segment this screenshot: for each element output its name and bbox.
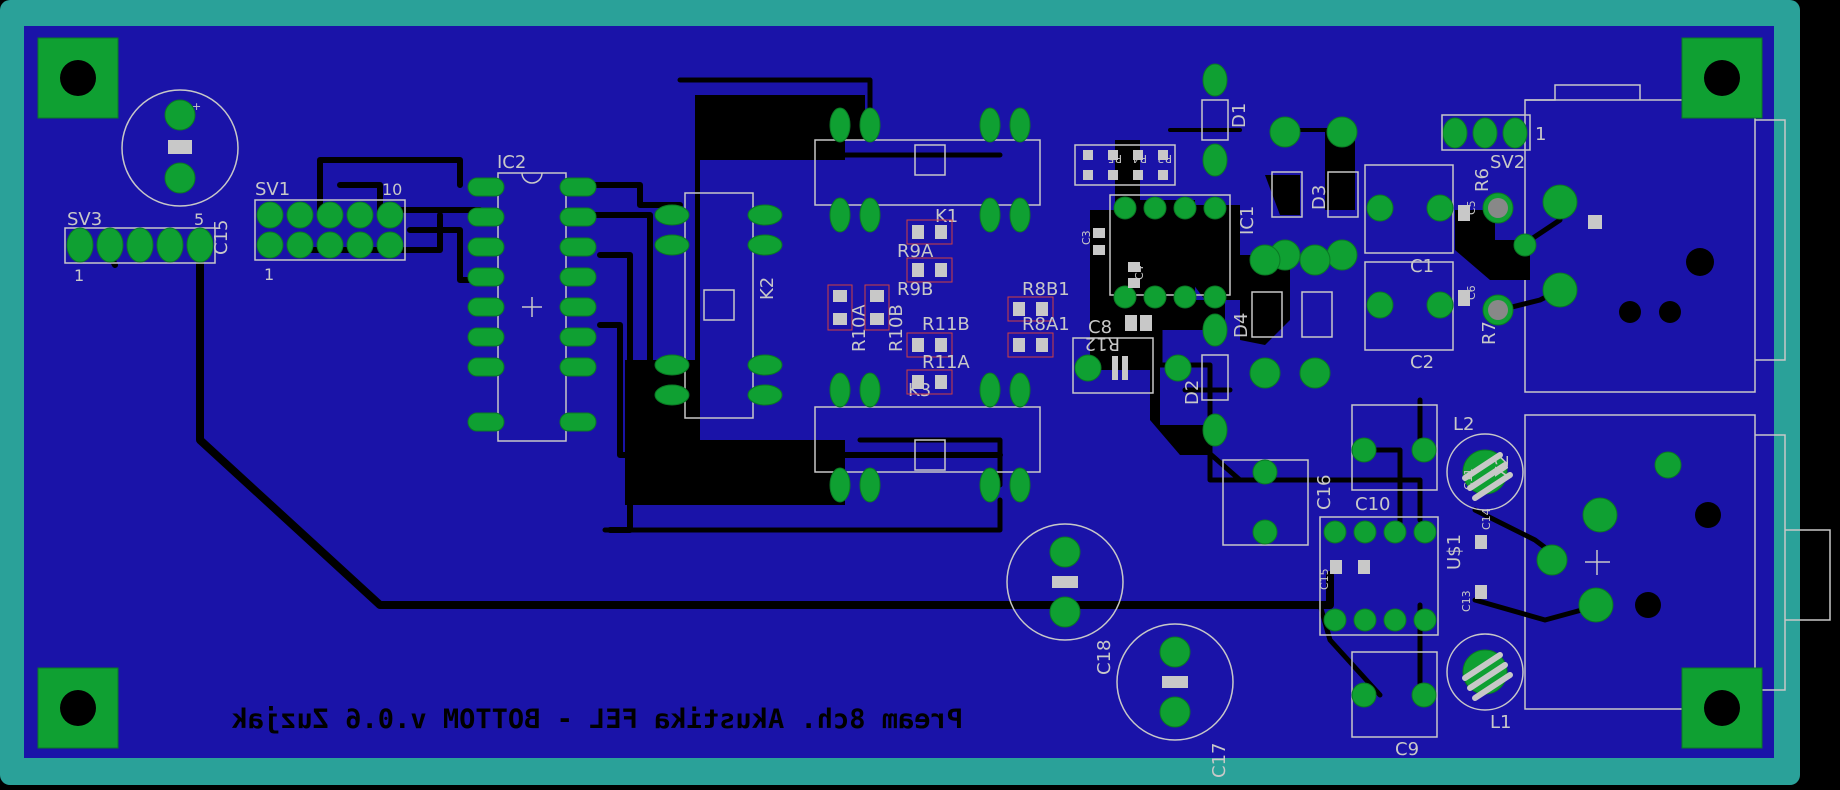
c10-label: C10 bbox=[1355, 494, 1390, 515]
sv3-label: SV3 bbox=[67, 209, 102, 230]
c14-label: C14 bbox=[1480, 508, 1493, 530]
sv1-pin10-label: 10 bbox=[382, 180, 402, 199]
jack-hardware bbox=[1536, 248, 1721, 623]
c17-c18-electrolytic: C18 C17 bbox=[1006, 523, 1234, 778]
k3-relay: K3 bbox=[814, 372, 1041, 503]
r9b-label: R9B bbox=[897, 279, 933, 300]
c8-label: C8 bbox=[1088, 317, 1112, 338]
sv3-pin1-label: 1 bbox=[74, 266, 84, 285]
board-title-text: Pream 8ch. Akustika FEL - BOTTOM v.0.6 Z… bbox=[232, 704, 964, 735]
c6-label: C6 bbox=[1465, 285, 1478, 300]
r5-label: R5 bbox=[1107, 152, 1122, 165]
sv3-pin5-label: 5 bbox=[194, 210, 204, 229]
c4-label: C4 bbox=[1133, 265, 1146, 280]
sv2-r6-r7: SV2 1 R6 R7 bbox=[1441, 114, 1602, 345]
k1-relay: K1 bbox=[814, 107, 1041, 233]
smd-resistors-middle: R9A R9B R10A R10B R11B R11A R8B1 R8A1 bbox=[827, 219, 1070, 395]
board-title-mirrored: Pream 8ch. Akustika FEL - BOTTOM v.0.6 Z… bbox=[232, 704, 964, 735]
lower-right-components: C10 C9 C16 U$1 C15 C14 C13 C11 bbox=[1222, 404, 1493, 760]
r10a-label: R10A bbox=[849, 304, 870, 352]
r12-label: R12 bbox=[1085, 333, 1120, 354]
c15b-label: C15 bbox=[1318, 568, 1331, 590]
r6-label: R6 bbox=[1472, 168, 1493, 192]
d2-label: D2 bbox=[1182, 380, 1203, 405]
sv1-label: SV1 bbox=[255, 179, 290, 200]
c15-label: C15 bbox=[211, 220, 232, 255]
l2-label: L2 bbox=[1453, 414, 1474, 435]
r10b-label: R10B bbox=[886, 304, 907, 352]
r4-label: R4 bbox=[1132, 152, 1147, 165]
r7-label: R7 bbox=[1479, 321, 1500, 345]
l1-l2-inductors: L2 X2 L1 bbox=[1446, 414, 1524, 733]
c15-electrolytic-capacitor: + bbox=[121, 89, 239, 207]
sv3-header: SV3 5 1 C15 bbox=[64, 209, 232, 285]
svg-text:+: + bbox=[192, 100, 201, 113]
c17-label: C17 bbox=[1209, 743, 1230, 778]
sv2-pin1-label: 1 bbox=[1535, 124, 1546, 145]
r3-label: R3 bbox=[1157, 152, 1172, 165]
k2-relay: K2 bbox=[654, 192, 783, 419]
l1-label: L1 bbox=[1490, 712, 1511, 733]
jack-outlines bbox=[1524, 84, 1831, 710]
c5-label: C5 bbox=[1465, 200, 1478, 215]
sv2-label: SV2 bbox=[1490, 152, 1525, 173]
r11b-label: R11B bbox=[922, 314, 970, 335]
c3-label: C3 bbox=[1080, 230, 1093, 245]
c13-label: C13 bbox=[1460, 590, 1473, 612]
diodes: D1 D2 D3 D4 bbox=[1182, 63, 1359, 447]
ic1-label: IC1 bbox=[1237, 206, 1258, 235]
sv1-pin1-label: 1 bbox=[264, 265, 274, 284]
d1-label: D1 bbox=[1229, 103, 1250, 128]
c9-label: C9 bbox=[1395, 739, 1419, 760]
c2-label: C2 bbox=[1410, 352, 1434, 373]
us1-label: U$1 bbox=[1444, 534, 1465, 570]
c18-label: C18 bbox=[1094, 640, 1115, 675]
c1-c2-capacitors: C1 C2 C5 C6 bbox=[1364, 164, 1478, 373]
d3-label: D3 bbox=[1309, 185, 1330, 210]
mounting-holes bbox=[37, 37, 1763, 749]
x2-label: X2 bbox=[1492, 454, 1513, 478]
d4-label: D4 bbox=[1231, 313, 1252, 338]
ic2-dip16: IC2 bbox=[467, 152, 597, 442]
sv1-header: SV1 10 1 bbox=[254, 179, 406, 284]
c16-label: C16 bbox=[1314, 475, 1335, 510]
r8b1-label: R8B1 bbox=[1022, 279, 1070, 300]
k1-label: K1 bbox=[935, 206, 958, 227]
r8a1-label: R8A1 bbox=[1022, 314, 1070, 335]
r9a-label: R9A bbox=[897, 241, 934, 262]
c1-label: C1 bbox=[1410, 256, 1434, 277]
c11-label: C11 bbox=[1462, 468, 1475, 490]
k2-label: K2 bbox=[757, 277, 778, 300]
ic2-label: IC2 bbox=[497, 152, 526, 173]
ic1-area: IC1 R5 R4 R3 C3 C4 C8 R12 bbox=[1072, 144, 1258, 394]
r11a-label: R11A bbox=[922, 352, 970, 373]
